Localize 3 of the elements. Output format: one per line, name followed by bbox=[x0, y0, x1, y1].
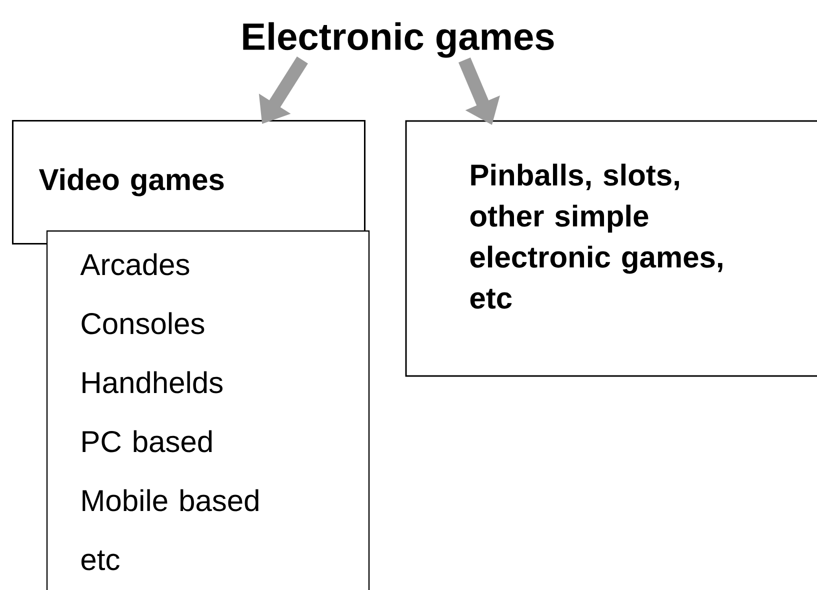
category-box: Video games bbox=[12, 120, 366, 244]
title: Electronic games bbox=[243, 22, 554, 58]
category-box: Pinballs, slots, other simple electronic games, etc bbox=[405, 120, 817, 377]
